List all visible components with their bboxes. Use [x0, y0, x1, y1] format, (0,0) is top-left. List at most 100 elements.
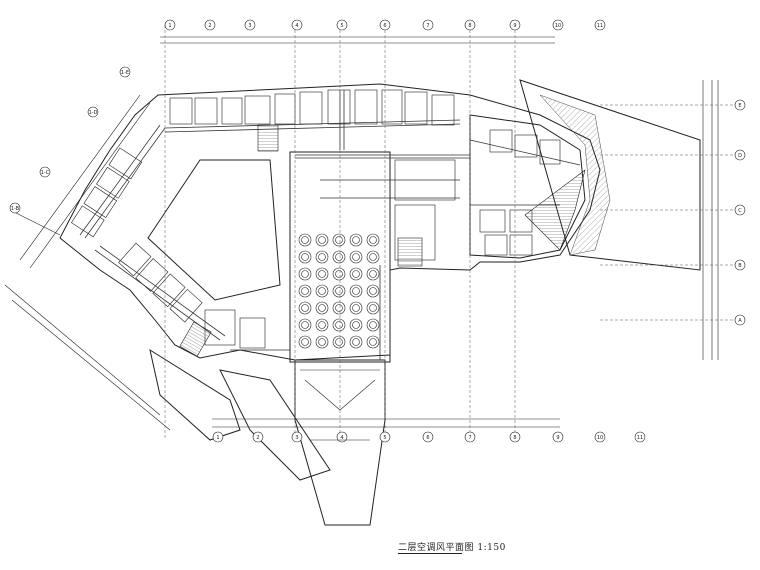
- banquet-table: [298, 267, 312, 281]
- banquet-table-top: [301, 236, 309, 244]
- banquet-table: [349, 301, 363, 315]
- grid-bubble-right-A: A: [734, 314, 746, 326]
- banquet-table-top: [352, 270, 360, 278]
- banquet-table: [349, 284, 363, 298]
- svg-text:6: 6: [383, 23, 386, 29]
- svg-text:2: 2: [208, 23, 211, 29]
- grid-bubble-bottom-4: 4: [336, 431, 348, 443]
- grid-bubble-top-7: 7: [422, 19, 434, 31]
- svg-text:5: 5: [383, 435, 386, 441]
- svg-text:C: C: [738, 208, 742, 214]
- banquet-table-top: [369, 236, 377, 244]
- grid-bubble-right-D: D: [734, 149, 746, 161]
- banquet-table-top: [352, 236, 360, 244]
- grid-bubble-bottom-9: 9: [552, 431, 564, 443]
- grid-bubble-bottom-1: 1: [212, 431, 224, 443]
- banquet-table-top: [301, 304, 309, 312]
- grid-bubble-bottom-8: 8: [509, 431, 521, 443]
- svg-text:D: D: [738, 153, 742, 159]
- stairs: [179, 124, 586, 357]
- right-dimension-line: [702, 80, 719, 360]
- banquet-table: [366, 318, 380, 332]
- svg-text:9: 9: [513, 23, 516, 29]
- grid-bubble-top-11: 11: [594, 19, 606, 31]
- banquet-table: [315, 301, 329, 315]
- banquet-table-top: [318, 287, 326, 295]
- right-grid-axis: E D C B A: [734, 99, 746, 326]
- grid-bubble-top-1: 1: [164, 19, 176, 31]
- banquet-table-top: [335, 287, 343, 295]
- banquet-table: [366, 233, 380, 247]
- svg-text:4: 4: [295, 23, 298, 29]
- banquet-table-top: [369, 304, 377, 312]
- banquet-table: [315, 250, 329, 264]
- banquet-table-top: [301, 321, 309, 329]
- banquet-table: [298, 301, 312, 315]
- svg-text:8: 8: [468, 23, 471, 29]
- banquet-table-top: [301, 253, 309, 261]
- grid-bubble-bottom-6: 6: [422, 431, 434, 443]
- banquet-table: [315, 267, 329, 281]
- grid-bubble-right-B: B: [734, 259, 746, 271]
- grid-bubble-right-E: E: [734, 99, 746, 111]
- banquet-table-top: [318, 236, 326, 244]
- banquet-table-top: [301, 338, 309, 346]
- banquet-table: [366, 267, 380, 281]
- svg-text:11: 11: [637, 435, 643, 441]
- title-underline: [398, 553, 462, 554]
- banquet-table: [298, 250, 312, 264]
- svg-text:7: 7: [426, 23, 429, 29]
- banquet-table-top: [318, 270, 326, 278]
- outdoor-terrace: [539, 94, 611, 256]
- grid-bubble-bottom-5: 5: [379, 431, 391, 443]
- grid-bubble-top-5: 5: [336, 19, 348, 31]
- banquet-table-top: [301, 270, 309, 278]
- banquet-table: [366, 250, 380, 264]
- svg-text:10: 10: [597, 435, 603, 441]
- banquet-table-top: [352, 304, 360, 312]
- room-partitions: [71, 89, 561, 349]
- banquet-table-top: [352, 287, 360, 295]
- svg-text:4: 4: [340, 435, 343, 441]
- svg-text:1-D: 1-D: [89, 110, 98, 116]
- banquet-table-top: [369, 270, 377, 278]
- grid-bubble-left-1-C: 1-C: [39, 166, 51, 178]
- banquet-table: [332, 301, 346, 315]
- left-diagonal-dimension: [4, 94, 171, 431]
- banquet-table: [332, 284, 346, 298]
- banquet-table: [298, 284, 312, 298]
- entrance-canopy: [300, 369, 380, 441]
- banquet-table-top: [352, 338, 360, 346]
- banquet-table: [332, 267, 346, 281]
- banquet-table-top: [335, 253, 343, 261]
- grid-bubble-left-1-B: 1-B: [9, 202, 21, 214]
- banquet-table-top: [369, 321, 377, 329]
- grid-bubble-bottom-11: 11: [634, 431, 646, 443]
- banquet-table-top: [335, 304, 343, 312]
- svg-text:9: 9: [556, 435, 559, 441]
- reference-lines: [164, 25, 745, 440]
- svg-text:3: 3: [295, 435, 298, 441]
- svg-text:B: B: [738, 263, 742, 269]
- banquet-table: [298, 335, 312, 349]
- banquet-table-top: [318, 253, 326, 261]
- banquet-table-top: [352, 253, 360, 261]
- banquet-table: [315, 233, 329, 247]
- banquet-table-top: [318, 304, 326, 312]
- grid-bubble-left-1-D: 1-D: [87, 106, 99, 118]
- svg-text:2: 2: [256, 435, 259, 441]
- bottom-dimension-line: [212, 418, 560, 428]
- banquet-table-top: [335, 338, 343, 346]
- grid-bubble-top-6: 6: [379, 19, 391, 31]
- banquet-tables: [298, 233, 380, 349]
- banquet-table: [349, 250, 363, 264]
- banquet-table: [315, 335, 329, 349]
- svg-text:10: 10: [555, 23, 561, 29]
- grid-bubble-top-8: 8: [464, 19, 476, 31]
- banquet-table: [315, 318, 329, 332]
- grid-bubble-left-1-E: 1-E: [119, 66, 131, 78]
- banquet-table-top: [352, 321, 360, 329]
- grid-bubble-top-10: 10: [552, 19, 564, 31]
